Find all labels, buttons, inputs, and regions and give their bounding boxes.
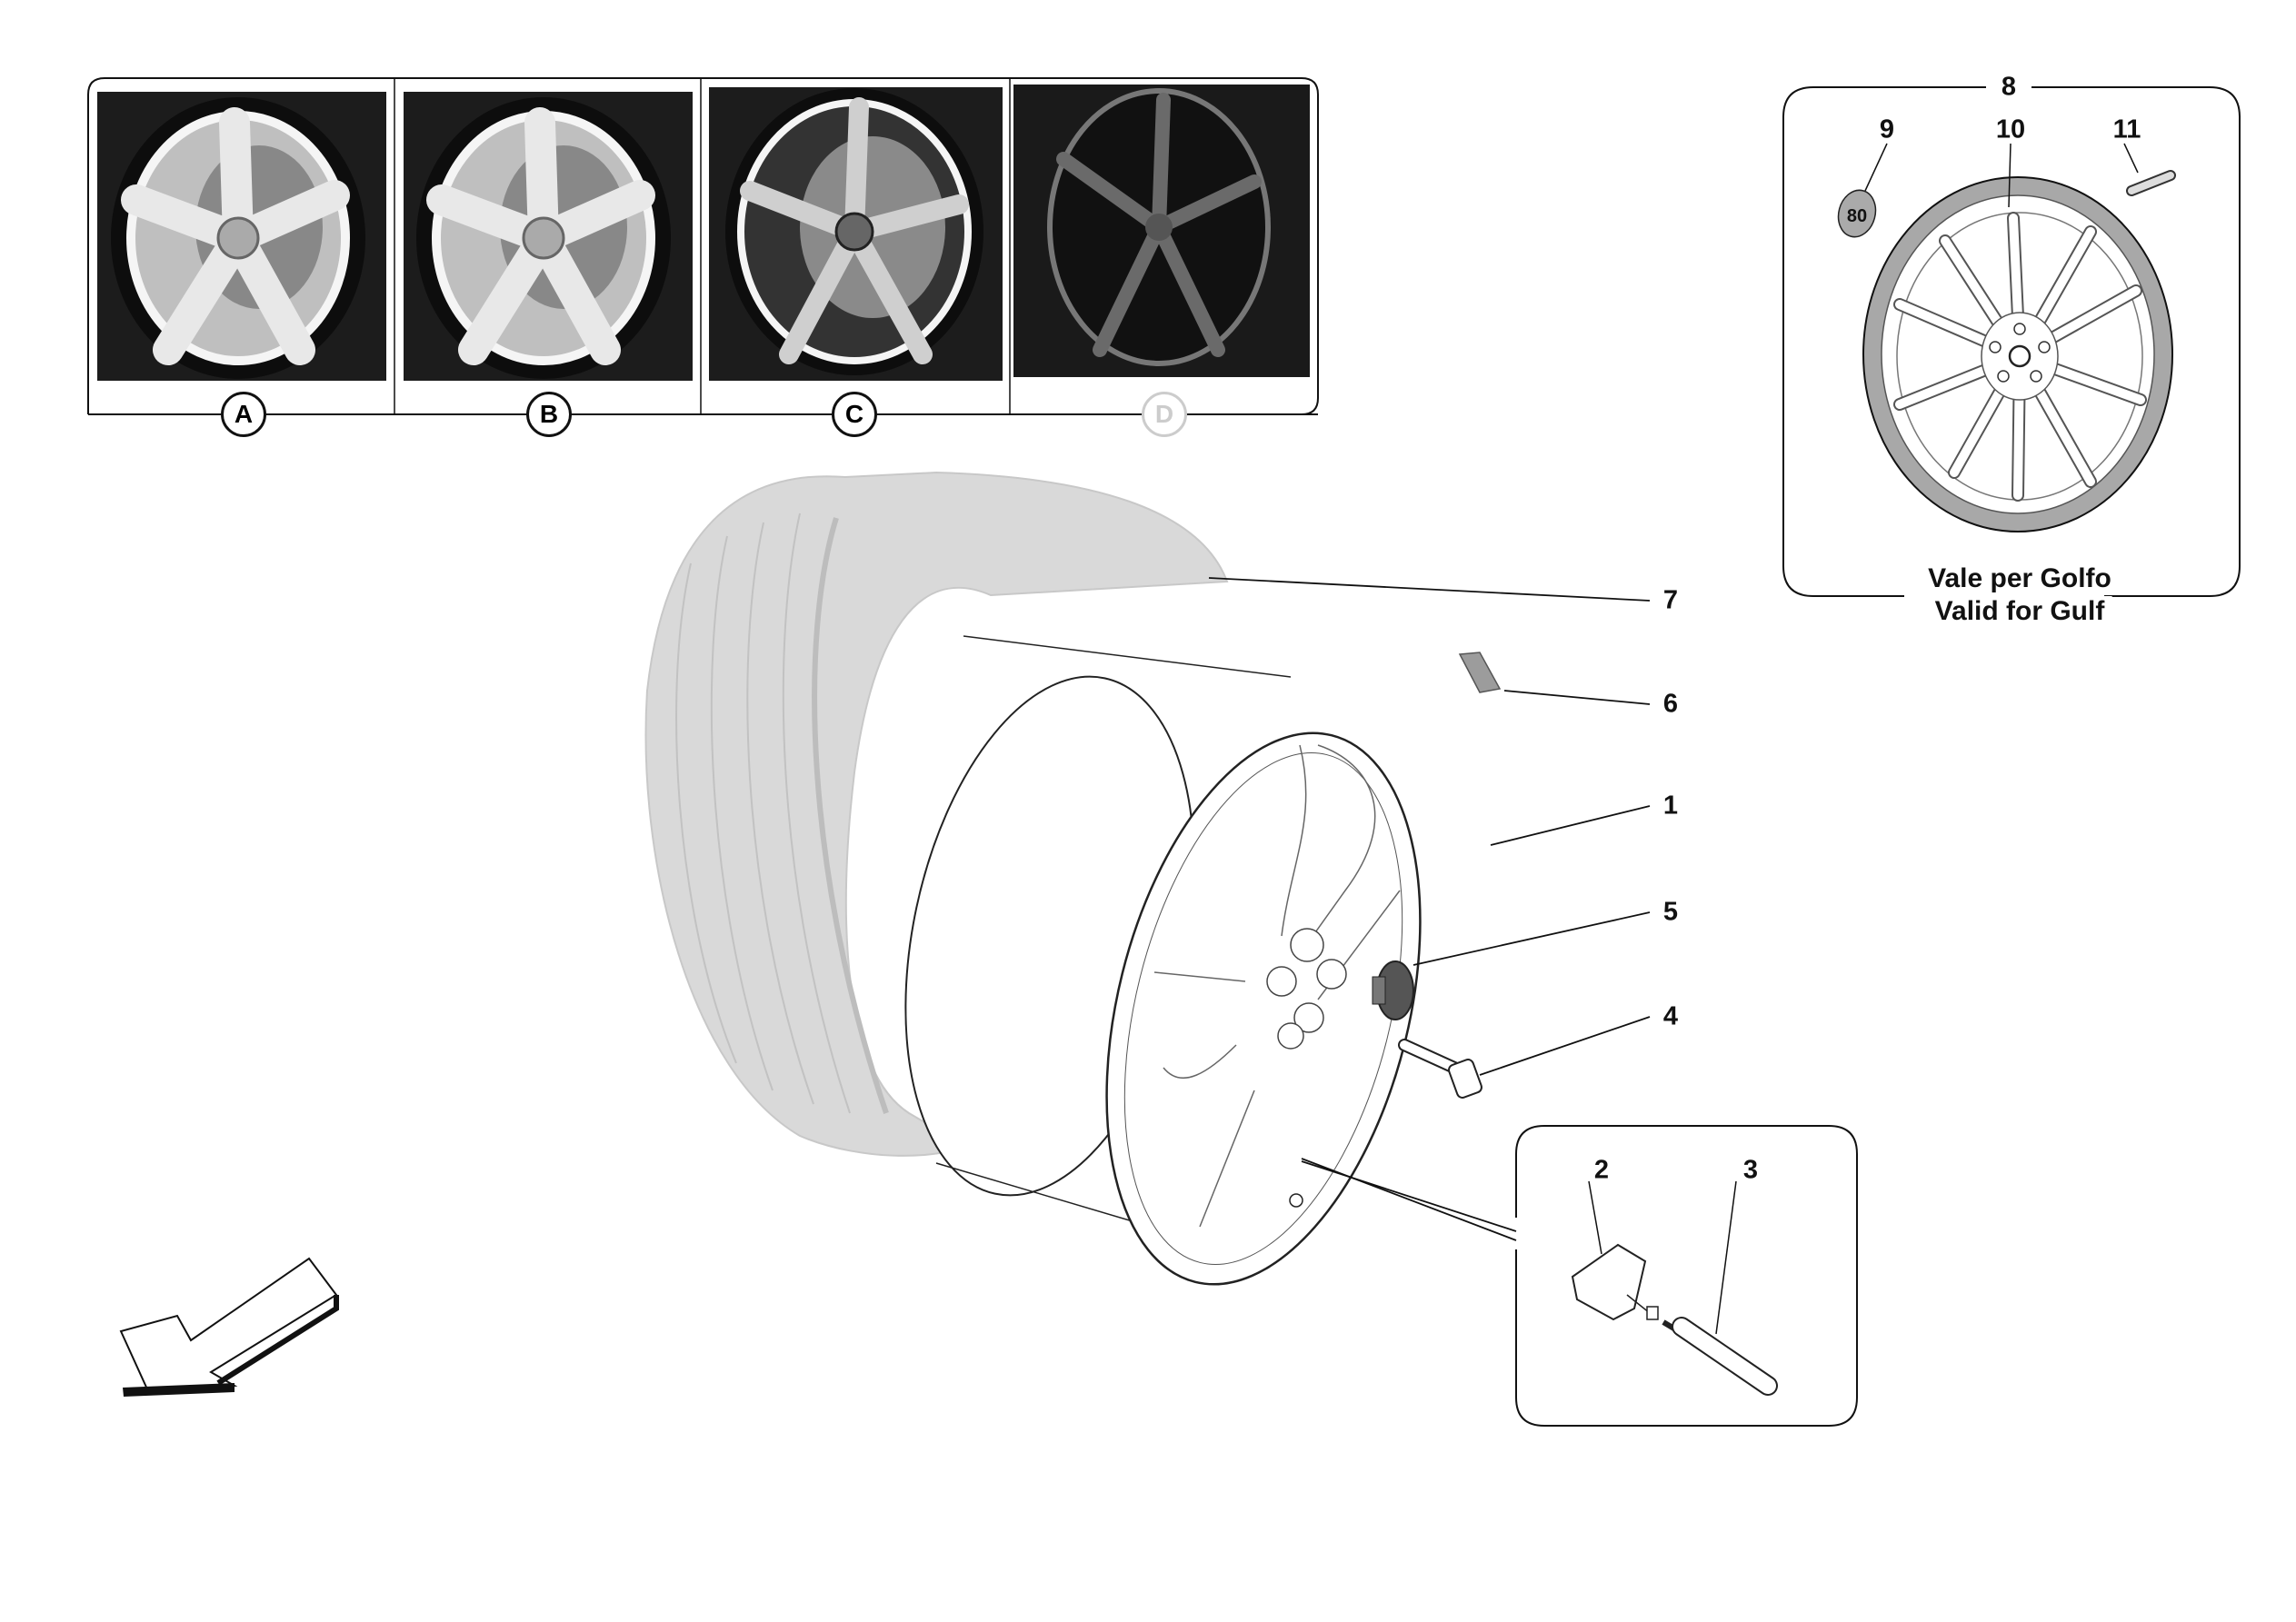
valve-stem-11 (2126, 170, 2176, 196)
speed-limit-badge-9: 80 (1837, 189, 1877, 238)
variant-photo-d (1013, 85, 1310, 377)
variant-b-marker: B (526, 392, 572, 437)
callout-10: 10 (1995, 114, 2026, 144)
callout-6: 6 (1662, 689, 1679, 719)
callout-4: 4 (1662, 1001, 1679, 1031)
variant-a-marker: A (221, 392, 266, 437)
balance-weight-6 (1458, 652, 1502, 693)
gulf-note-english: Valid for Gulf (1927, 596, 2112, 627)
gulf-note-italian: Vale per Golfo (1921, 563, 2119, 594)
leader-lines (1208, 577, 1651, 1241)
variant-photo-a (97, 92, 386, 381)
callout-11: 11 (2112, 114, 2141, 144)
wheel-bolt-4 (1398, 1039, 1482, 1099)
variant-d-marker: D (1142, 392, 1187, 437)
variant-photo-c (709, 87, 1003, 381)
callout-3: 3 (1742, 1155, 1759, 1185)
callout-1: 1 (1662, 791, 1679, 821)
direction-arrow (119, 1257, 339, 1397)
tpms-detail-box (1515, 1125, 1858, 1427)
variant-c-marker: C (832, 392, 877, 437)
callout-2: 2 (1593, 1155, 1610, 1185)
callout-8: 8 (1993, 72, 2024, 103)
wheel-rim-1 (904, 635, 1422, 1286)
callout-5: 5 (1662, 897, 1679, 927)
tire-7 (644, 471, 1229, 1157)
gulf-spare-box: 80 (1782, 86, 2241, 597)
callout-7: 7 (1662, 585, 1679, 615)
svg-text:80: 80 (1847, 206, 1867, 226)
center-cap-5 (1372, 960, 1414, 1020)
callout-9: 9 (1879, 114, 1895, 144)
wheel-variants-panel (87, 77, 1319, 415)
variant-photo-b (404, 92, 693, 381)
